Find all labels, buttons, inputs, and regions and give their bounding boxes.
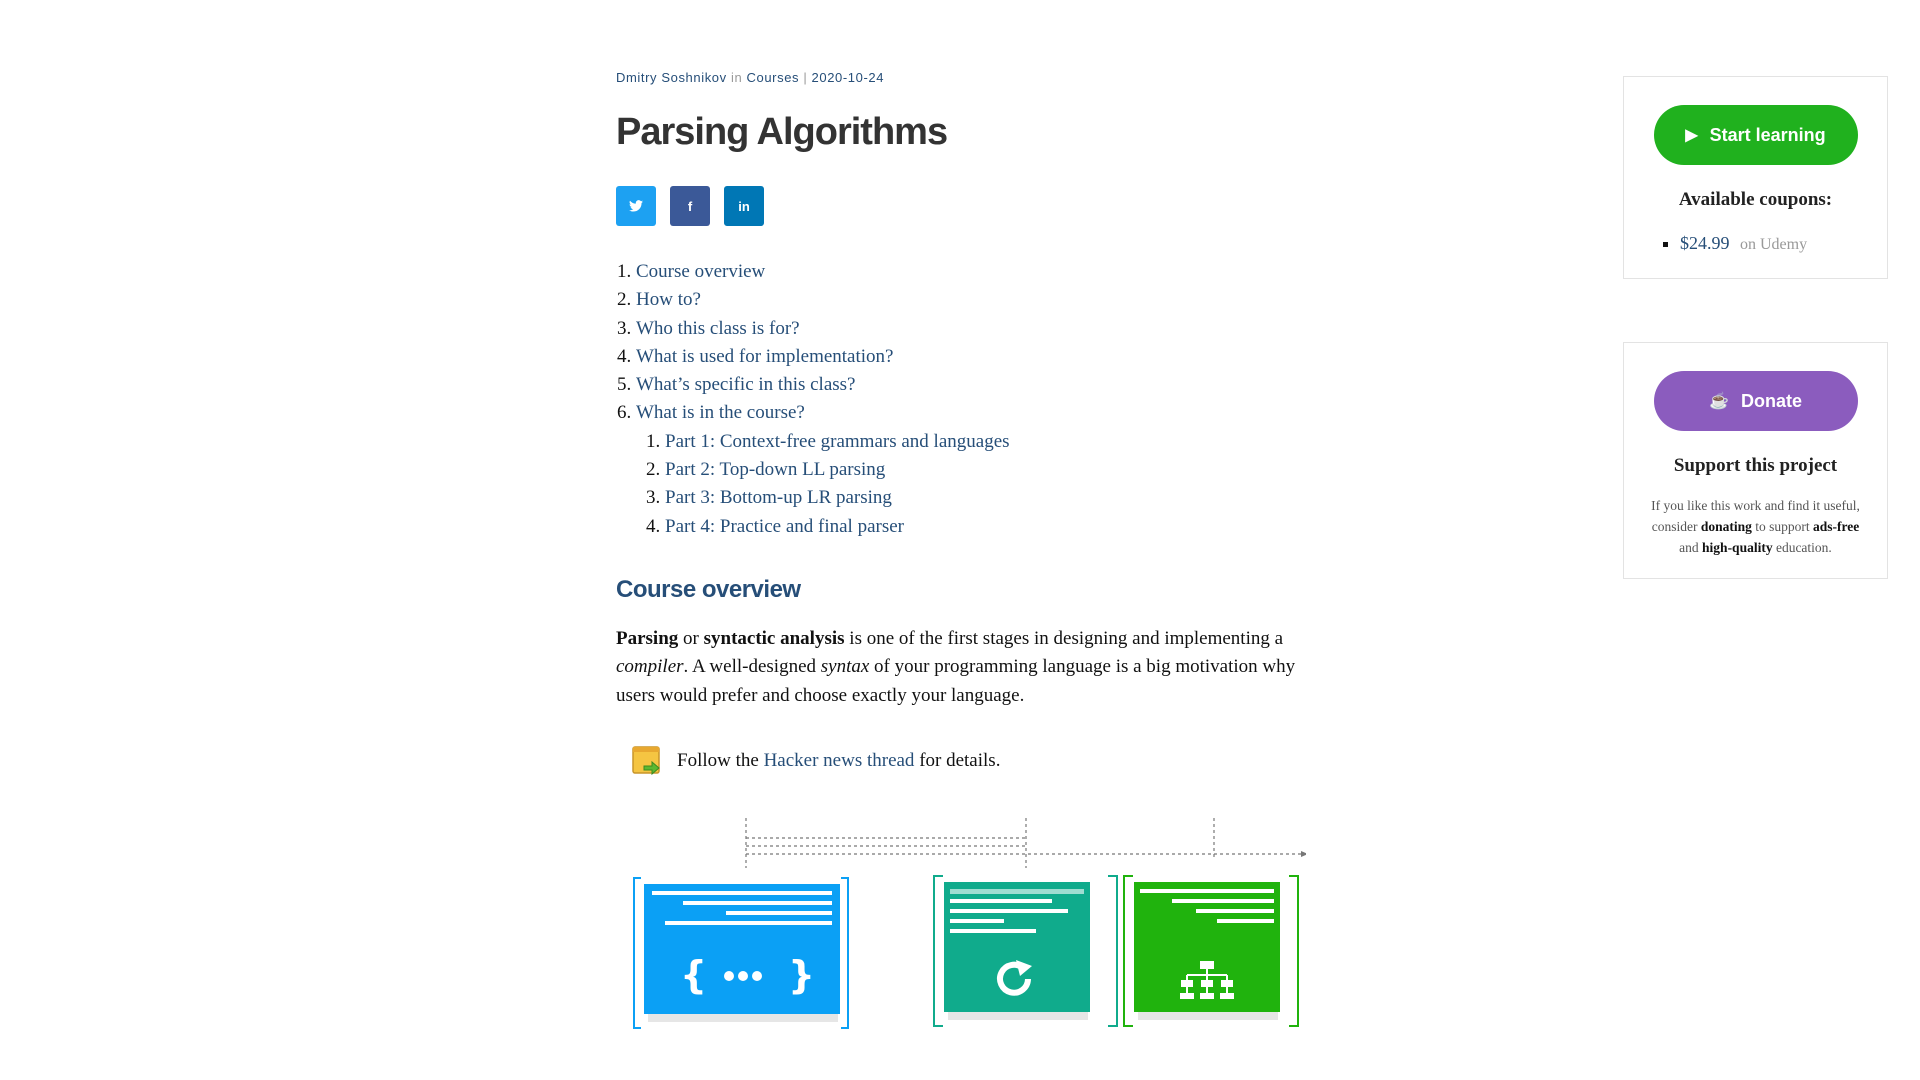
braces-code-icon: { }	[680, 953, 815, 997]
toc-item: What is used for implementation?	[636, 343, 1316, 371]
author-link[interactable]: Dmitry Soshnikov	[616, 70, 727, 85]
note-suffix: for details.	[919, 749, 1001, 771]
coffee-icon: ☕	[1709, 393, 1729, 410]
italic-syntax: syntax	[820, 656, 870, 678]
text-span: or	[678, 627, 704, 649]
bold-high-quality: high-quality	[1702, 540, 1773, 555]
toc-subitem: Part 3: Bottom-up LR parsing	[665, 484, 1316, 512]
diagram-panel-tree	[1123, 874, 1299, 1027]
toc-link-part-1[interactable]: Part 1: Context-free grammars and langua…	[665, 430, 1010, 452]
text-span: . A well-designed	[683, 656, 821, 678]
refresh-cycle-icon	[997, 959, 1032, 996]
coupon-item: $24.99 on Udemy	[1680, 233, 1887, 254]
support-text: If you like this work and find it useful…	[1642, 495, 1869, 558]
coupon-source: on Udemy	[1740, 236, 1808, 253]
note-prefix: Follow the	[677, 749, 759, 771]
toc-link-implementation[interactable]: What is used for implementation?	[636, 345, 894, 367]
diagram-panel-refresh	[933, 874, 1118, 1027]
diagram-panel-braces: { }	[633, 876, 849, 1029]
twitter-icon	[629, 200, 643, 212]
twitter-share-button[interactable]	[616, 186, 656, 226]
meta-in: in	[730, 70, 743, 85]
support-title: Support this project	[1673, 455, 1838, 476]
toc-link-how-to[interactable]: How to?	[636, 289, 701, 311]
start-learning-card: ▶ Start learning Available coupons: $24.…	[1623, 76, 1888, 279]
text-span: If you like this work and find it useful…	[1651, 498, 1860, 534]
italic-compiler: compiler	[616, 656, 684, 678]
linkedin-share-button[interactable]: in	[724, 186, 764, 226]
donate-label: Donate	[1740, 390, 1802, 411]
toc-link-specific[interactable]: What’s specific in this class?	[636, 374, 856, 396]
hacker-news-link[interactable]: Hacker news thread	[763, 749, 915, 771]
toc-item: How to?	[636, 286, 1316, 314]
facebook-share-button[interactable]: f	[670, 186, 710, 226]
support-card: ☕ Donate Support this project If you lik…	[1623, 342, 1888, 579]
section-heading-course-overview: Course overview	[616, 575, 801, 603]
text-span: to support	[1751, 519, 1814, 534]
donate-button[interactable]: ☕ Donate	[1653, 371, 1858, 431]
text-span: and	[1679, 540, 1703, 555]
bold-syntactic-analysis: syntactic analysis	[703, 627, 845, 649]
toc-item: Who this class is for?	[636, 315, 1316, 343]
article: Dmitry Soshnikov in Courses | 2020-10-24…	[616, 70, 1316, 1043]
toc-subitem: Part 2: Top-down LL parsing	[665, 456, 1316, 484]
start-learning-label: Start learning	[1709, 124, 1826, 145]
category-link[interactable]: Courses	[746, 70, 800, 85]
bold-donating: donating	[1700, 519, 1752, 534]
toc-link-part-4[interactable]: Part 4: Practice and final parser	[665, 515, 904, 537]
date-link[interactable]: 2020-10-24	[811, 70, 885, 85]
toc-subitem: Part 1: Context-free grammars and langua…	[665, 428, 1316, 456]
text-span: of your programming language is a big mo…	[616, 656, 1296, 706]
share-buttons: f in	[616, 186, 1316, 226]
note-callout: Follow the Hacker news thread for detail…	[616, 744, 1316, 778]
toc-item: What is in the course? Part 1: Context-f…	[636, 399, 1316, 540]
coupon-price-link[interactable]: $24.99	[1680, 233, 1730, 253]
page-title: Parsing Algorithms	[616, 111, 948, 153]
bold-parsing: Parsing	[616, 627, 679, 649]
toc-item: What’s specific in this class?	[636, 371, 1316, 399]
toc-item: Course overview	[636, 258, 1316, 286]
toc-subitem: Part 4: Practice and final parser	[665, 513, 1316, 541]
svg-text:{: {	[680, 953, 707, 997]
toc-link-part-3[interactable]: Part 3: Bottom-up LR parsing	[665, 487, 892, 509]
toc-link-part-2[interactable]: Part 2: Top-down LL parsing	[665, 459, 886, 481]
text-span: is one of the first stages in designing …	[844, 627, 1284, 649]
overview-paragraph: Parsing or syntactic analysis is one of …	[616, 625, 1316, 710]
toc-sublist: Part 1: Context-free grammars and langua…	[636, 428, 1316, 541]
svg-text:}: }	[788, 953, 815, 997]
coupons-list: $24.99 on Udemy	[1680, 233, 1887, 254]
toc-link-who-for[interactable]: Who this class is for?	[636, 317, 800, 339]
flow-lines	[745, 817, 1301, 868]
coupons-title: Available coupons:	[1678, 189, 1833, 210]
toc-link-course-overview[interactable]: Course overview	[636, 261, 766, 282]
table-of-contents: Course overview How to? Who this class i…	[616, 258, 1316, 541]
linkedin-icon: in	[738, 198, 750, 214]
note-arrow-icon	[632, 746, 660, 775]
play-icon: ▶	[1685, 127, 1698, 144]
meta-separator: |	[803, 70, 808, 85]
text-span: education.	[1772, 540, 1832, 555]
compiler-pipeline-diagram: { }	[633, 817, 1308, 1029]
start-learning-button[interactable]: ▶ Start learning	[1653, 105, 1858, 165]
flow-arrowhead	[1301, 850, 1308, 857]
facebook-icon: f	[687, 198, 693, 214]
toc-link-in-course[interactable]: What is in the course?	[636, 402, 805, 424]
tree-hierarchy-icon	[1180, 960, 1234, 999]
bold-ads-free: ads-free	[1813, 519, 1860, 534]
post-meta: Dmitry Soshnikov in Courses | 2020-10-24	[616, 70, 1316, 88]
